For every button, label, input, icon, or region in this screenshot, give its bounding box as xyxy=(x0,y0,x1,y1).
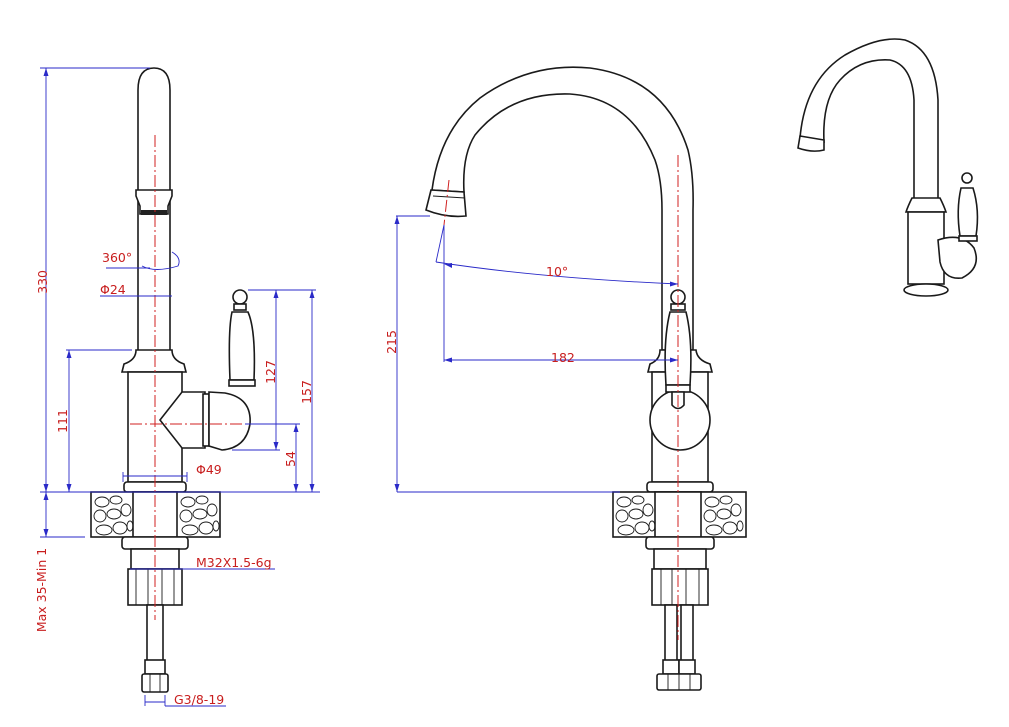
label-thread: M32X1.5-6g xyxy=(196,555,272,570)
hose-nut xyxy=(141,673,169,693)
side-view: 330 360° Φ24 111 127 157 54 Φ49 Max 35-M… xyxy=(34,67,320,707)
front-threaded-shank xyxy=(653,548,707,570)
iso-collar xyxy=(904,197,948,213)
front-dimension-lines xyxy=(394,215,679,493)
label-handle-axis-height: 54 xyxy=(283,451,298,467)
supply-hose xyxy=(146,604,164,666)
handle-lever xyxy=(228,311,256,381)
front-hose-left xyxy=(664,604,678,664)
iso-handle-knob xyxy=(961,172,973,184)
label-body-height: 111 xyxy=(55,409,70,433)
aerator-outlet xyxy=(141,210,167,215)
label-total-height: 330 xyxy=(35,270,50,294)
side-dimension-lines xyxy=(40,67,320,707)
handle-sphere xyxy=(208,391,251,451)
label-spout-diameter: Φ24 xyxy=(100,282,126,297)
label-handle-height: 127 xyxy=(263,360,278,384)
front-lock-nut xyxy=(651,568,709,606)
perspective-view xyxy=(797,38,979,297)
handle-neck xyxy=(233,303,247,311)
front-hose-right xyxy=(680,604,694,664)
label-base-diameter: Φ49 xyxy=(196,462,222,477)
label-tilt-angle: 10° xyxy=(546,264,568,279)
aerator-ring xyxy=(135,189,173,215)
body-collar xyxy=(120,349,188,373)
label-rotation: 360° xyxy=(102,250,132,265)
handle-cone xyxy=(158,391,206,449)
iso-handle-base xyxy=(958,235,978,242)
front-base-ring xyxy=(646,481,714,493)
handle-ring xyxy=(202,393,210,447)
hose-ferrule xyxy=(144,659,166,675)
label-spout-height: 215 xyxy=(384,330,399,354)
handle-base xyxy=(228,379,256,387)
label-counter-thickness: Max 35-Min 1 xyxy=(34,548,49,632)
iso-handle-lever xyxy=(957,187,979,237)
handle-knob xyxy=(232,289,248,305)
label-handle-total-height: 157 xyxy=(299,380,314,404)
iso-spout xyxy=(799,38,939,201)
front-view: 215 10° 182 xyxy=(384,66,747,691)
iso-base xyxy=(903,283,949,297)
label-spout-reach: 182 xyxy=(551,350,575,365)
label-hose-connection: G3/8-19 xyxy=(174,692,224,707)
gooseneck-spout xyxy=(431,66,694,351)
iso-spout-tip xyxy=(797,135,825,152)
iso-handle-hub xyxy=(937,236,978,279)
front-mounting-nut xyxy=(645,536,715,550)
spout-tube xyxy=(137,67,171,373)
